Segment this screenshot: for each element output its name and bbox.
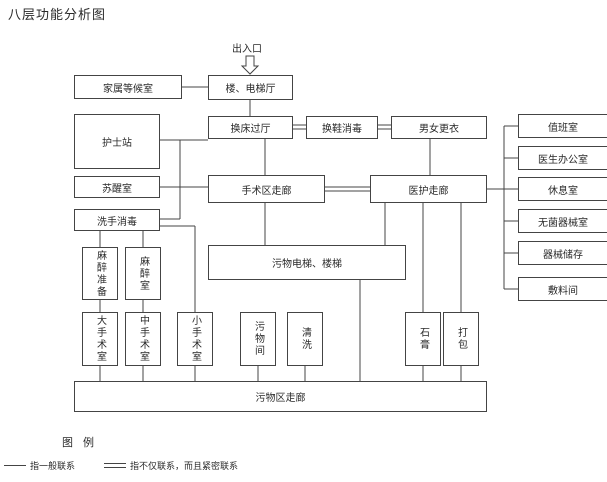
dirty-elevator-stairs: 污物电梯、楼梯 bbox=[208, 245, 406, 280]
legend-double-label: 指不仅联系，而且紧密联系 bbox=[130, 462, 239, 472]
small-operating-room: 小手术室 bbox=[177, 312, 213, 366]
cleaning-room: 清洗 bbox=[287, 312, 323, 366]
sterile-storage: 无菌器械室 bbox=[518, 209, 607, 233]
single-line-swatch bbox=[4, 465, 26, 466]
diagram-title: 八层功能分析图 bbox=[8, 8, 107, 23]
shoe-change-room: 换鞋消毒 bbox=[306, 116, 378, 139]
elevator-hall: 楼、电梯厅 bbox=[208, 75, 293, 100]
plaster-room: 石膏 bbox=[405, 312, 441, 366]
locker-room: 男女更衣 bbox=[391, 116, 487, 139]
hand-wash-room: 洗手消毒 bbox=[74, 209, 160, 231]
surgery-corridor: 手术区走廊 bbox=[208, 175, 325, 203]
dressing-room: 敷料间 bbox=[518, 277, 607, 301]
legend-double-line: 指不仅联系，而且紧密联系 bbox=[104, 459, 238, 472]
duty-room: 值班室 bbox=[518, 114, 607, 138]
doctor-office: 医生办公室 bbox=[518, 146, 607, 170]
entrance-label: 出入口 bbox=[232, 44, 262, 55]
bed-transfer-hall: 换床过厅 bbox=[208, 116, 293, 139]
anesthesia-room: 麻醉室 bbox=[125, 247, 161, 300]
legend-single-label: 指一般联系 bbox=[30, 462, 76, 472]
bandage-room: 打包 bbox=[443, 312, 479, 366]
large-operating-room: 大手术室 bbox=[82, 312, 118, 366]
nurse-station: 护士站 bbox=[74, 114, 160, 169]
rest-room: 休息室 bbox=[518, 177, 607, 201]
dirty-room: 污物间 bbox=[240, 312, 276, 366]
legend-single-line: 指一般联系 bbox=[4, 459, 75, 472]
family-waiting-room: 家属等候室 bbox=[74, 75, 182, 99]
anesthesia-prep-room: 麻醉准备 bbox=[82, 247, 118, 300]
dirty-corridor: 污物区走廊 bbox=[74, 381, 487, 412]
equipment-storage: 器械储存 bbox=[518, 241, 607, 265]
double-line-swatch bbox=[104, 463, 126, 468]
recovery-room: 苏醒室 bbox=[74, 176, 160, 198]
legend-title: 图例 bbox=[62, 436, 104, 449]
medium-operating-room: 中手术室 bbox=[125, 312, 161, 366]
entrance-arrow bbox=[240, 55, 260, 75]
medical-corridor: 医护走廊 bbox=[370, 175, 487, 203]
